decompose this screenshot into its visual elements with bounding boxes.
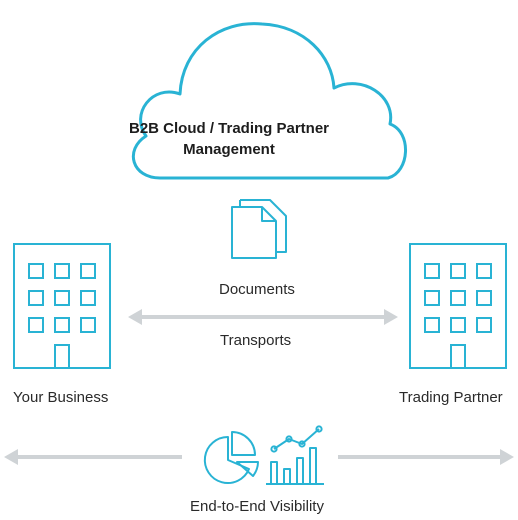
your-business-label: Your Business [13,389,109,406]
transports-arrow [128,309,398,325]
visibility-arrow-left [4,449,182,465]
visibility-arrow-right [338,449,514,465]
trading-partner-label: Trading Partner [399,389,503,406]
documents-icon [231,199,287,259]
cloud-title: B2B Cloud / Trading Partner Management [119,118,339,160]
trading-partner-building-icon [409,243,507,369]
cloud-title-line-1: B2B Cloud / Trading Partner [128,120,330,137]
visibility-label: End-to-End Visibility [190,498,324,515]
cloud-icon [131,22,407,180]
bar-line-chart-icon [266,425,324,485]
documents-label: Documents [219,281,295,298]
transports-label: Transports [220,332,292,349]
pie-chart-icon [203,431,259,484]
your-business-building-icon [13,243,111,369]
cloud-title-line-2: Management [183,141,275,158]
